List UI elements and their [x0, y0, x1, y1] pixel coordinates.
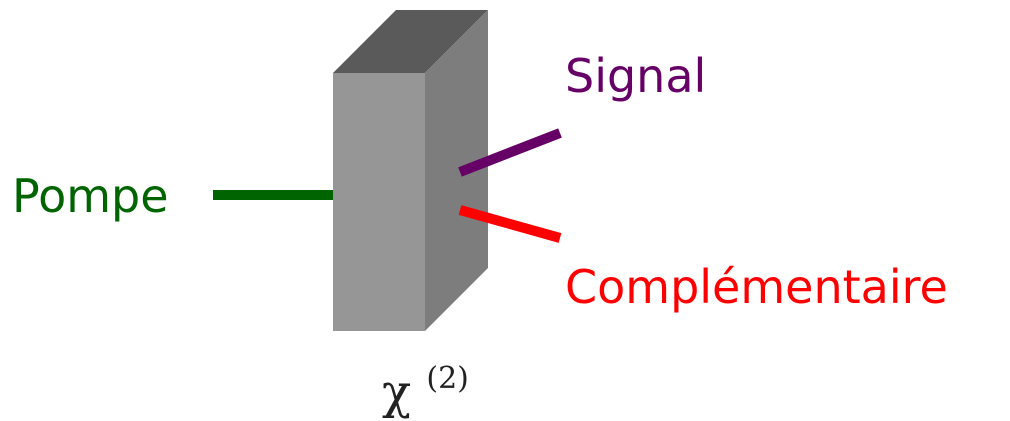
idler-label: Complémentaire: [565, 260, 948, 314]
crystal-block: [333, 10, 488, 331]
crystal-top-face: [333, 10, 488, 73]
crystal-front-face: [333, 73, 425, 331]
idler-beam: [458, 205, 562, 243]
signal-label: Signal: [565, 49, 706, 103]
chi-order-superscript: (2): [426, 361, 469, 396]
chi2-symbol: χ (2): [382, 361, 469, 420]
chi-letter: χ: [382, 364, 411, 420]
crystal-side-face: [425, 10, 488, 331]
signal-beam: [458, 128, 562, 177]
pump-label: Pompe: [12, 169, 169, 223]
